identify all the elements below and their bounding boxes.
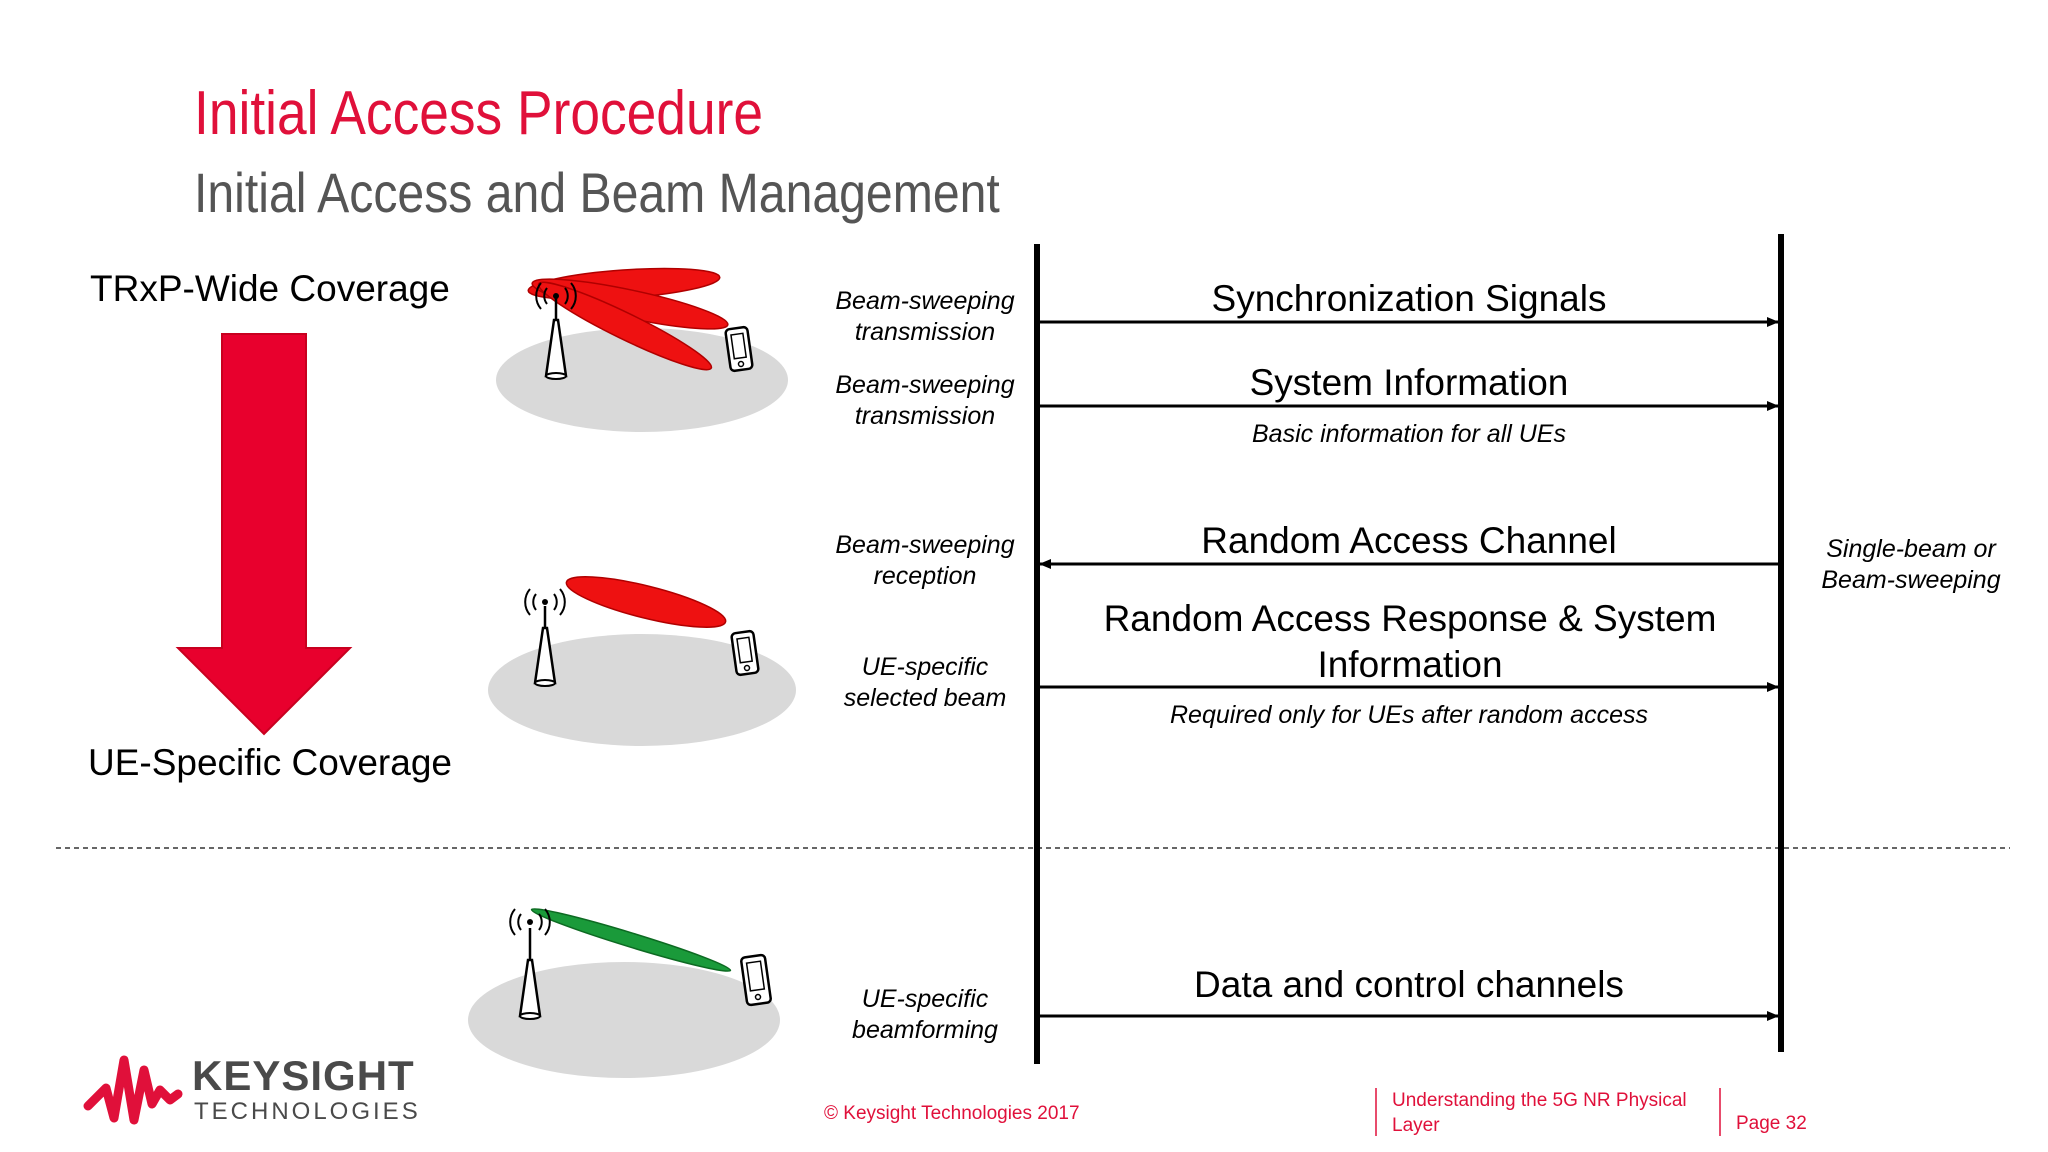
ground-ellipse (496, 328, 788, 432)
tower-icon (509, 908, 551, 1020)
scene-beamforming (468, 908, 780, 1078)
coverage-top-label: TRxP-Wide Coverage (90, 268, 450, 309)
footer-course: Understanding the 5G NR Physical Layer (1392, 1090, 1687, 1136)
message-sysinfo-note: Basic information for all UEs (1251, 420, 1566, 448)
coverage-arrow (175, 333, 353, 736)
phone-icon (730, 629, 760, 677)
ground-ellipse (488, 634, 796, 746)
right-note: Single-beam or Beam-sweeping (1821, 535, 2001, 594)
message-rar: Random Access Response & System Informat… (1103, 598, 1717, 685)
side-label-rach: Beam-sweeping reception (835, 531, 1015, 590)
beam-lobe (537, 281, 713, 371)
message-rar-note: Required only for UEs after random acces… (1170, 701, 1648, 729)
side-label-sysinfo: Beam-sweeping transmission (835, 371, 1015, 430)
page-subtitle: Initial Access and Beam Management (194, 161, 1000, 224)
phone-icon (740, 953, 772, 1007)
tower-icon (524, 588, 566, 687)
message-sysinfo: System Information (1249, 362, 1569, 403)
tower-icon (535, 282, 577, 380)
message-rach: Random Access Channel (1201, 520, 1617, 561)
beam-lobe-green (530, 908, 732, 972)
page-title: Initial Access Procedure (194, 79, 764, 148)
message-sync: Synchronization Signals (1211, 278, 1607, 319)
brand-name: KEYSIGHT (192, 1052, 415, 1099)
keysight-logo-icon (83, 1055, 183, 1125)
beam-lobe (565, 576, 727, 628)
footer-page: Page 32 (1736, 1113, 1807, 1134)
scene-beam-sweep-tx (496, 267, 788, 432)
footer-copyright: © Keysight Technologies 2017 (824, 1103, 1080, 1124)
scene-beam-selected (488, 576, 796, 746)
side-label-data: UE-specific beamforming (852, 985, 998, 1044)
side-label-rar: UE-specific selected beam (843, 653, 1007, 712)
ground-ellipse (468, 962, 780, 1078)
message-data: Data and control channels (1194, 964, 1624, 1005)
side-label-sync: Beam-sweeping transmission (835, 287, 1015, 346)
phone-icon (724, 325, 754, 373)
brand-subtitle: TECHNOLOGIES (194, 1098, 421, 1125)
coverage-bottom-label: UE-Specific Coverage (88, 742, 452, 783)
